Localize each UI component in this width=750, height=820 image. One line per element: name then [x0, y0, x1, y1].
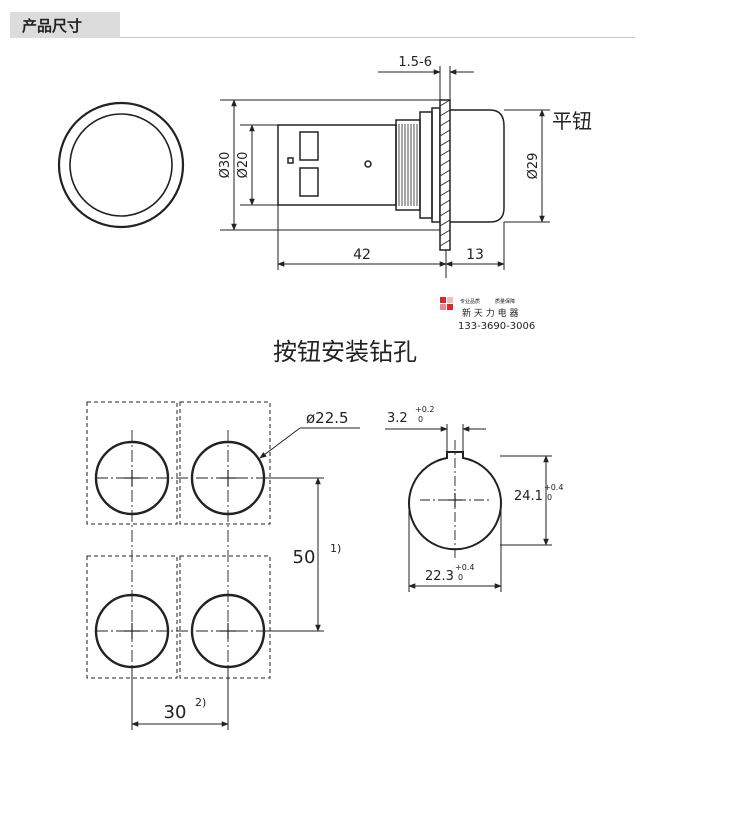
- label-length: 42: [353, 247, 371, 263]
- terminal-upper: [299, 131, 319, 161]
- front-bezel: [450, 109, 505, 223]
- label-vertical-note: 1): [330, 542, 341, 555]
- layout-cell-bottom-right: [179, 555, 271, 679]
- label-button-type: 平钮: [552, 109, 592, 133]
- hole-view: [385, 424, 552, 592]
- label-rear-dia: Ø20: [236, 152, 251, 179]
- hole-profile: [408, 451, 502, 551]
- layout-cell-top-left: [86, 401, 178, 525]
- collar: [419, 111, 433, 219]
- leader-hole-dia: [259, 427, 301, 459]
- nut: [431, 107, 441, 223]
- label-layout-hole-dia: ø22.5: [306, 409, 349, 427]
- label-slot-tol-upper: +0.2: [415, 405, 434, 414]
- center-crosses: [124, 470, 236, 639]
- front-view: [57, 101, 185, 229]
- label-horizontal-pitch: 30: [164, 702, 187, 723]
- label-flat-height: 24.1: [514, 489, 543, 504]
- front-view-inner-circle: [69, 113, 173, 217]
- label-vertical-pitch: 50: [293, 547, 316, 568]
- thread-lines: [398, 124, 418, 206]
- header-bar: [10, 12, 120, 38]
- side-view: [277, 99, 505, 251]
- header-rule: [120, 37, 635, 38]
- rear-body: [277, 124, 397, 206]
- label-gap: 1.5-6: [398, 55, 432, 70]
- label-hole-dia: 22.3: [425, 569, 454, 584]
- side-view-dimensions: [220, 66, 550, 278]
- label-hole-tol-upper: +0.4: [455, 563, 474, 572]
- layout-cell-top-right: [179, 401, 271, 525]
- label-button-dia: Ø29: [526, 153, 541, 180]
- brand-name: 新 天 力 电 器: [462, 307, 518, 319]
- label-hole-tol-lower: 0: [458, 573, 463, 582]
- logo-square-3: [440, 304, 446, 310]
- label-flat-tol-upper: +0.4: [544, 483, 563, 492]
- panel: [439, 99, 451, 251]
- indicator-dot: [364, 160, 372, 168]
- logo-square-4: [447, 297, 453, 303]
- label-flat-tol-lower: 0: [547, 493, 552, 502]
- brand-tagline-right: 质量保障: [495, 298, 515, 305]
- logo-square-2: [447, 304, 453, 310]
- front-view-outer-circle: [57, 101, 185, 229]
- brand-logo: [440, 297, 453, 310]
- label-slot-width: 3.2: [387, 411, 408, 426]
- label-body-dia: Ø30: [218, 152, 233, 179]
- hole-view-center-cross: [448, 493, 462, 507]
- terminal-lower: [299, 167, 319, 197]
- label-slot-tol-lower: 0: [418, 415, 423, 424]
- label-horizontal-note: 2): [195, 696, 206, 709]
- brand-phone: 133-3690-3006: [458, 321, 535, 332]
- terminal-marker: [287, 157, 294, 164]
- panel-hatch: [439, 99, 451, 247]
- section-title: 按钮安装钻孔: [273, 338, 417, 366]
- header-title: 产品尺寸: [22, 17, 83, 35]
- logo-square-1: [440, 297, 446, 303]
- layout-view: [86, 401, 360, 730]
- brand-tagline-left: 专业品质: [460, 298, 480, 305]
- label-front: 13: [466, 247, 484, 263]
